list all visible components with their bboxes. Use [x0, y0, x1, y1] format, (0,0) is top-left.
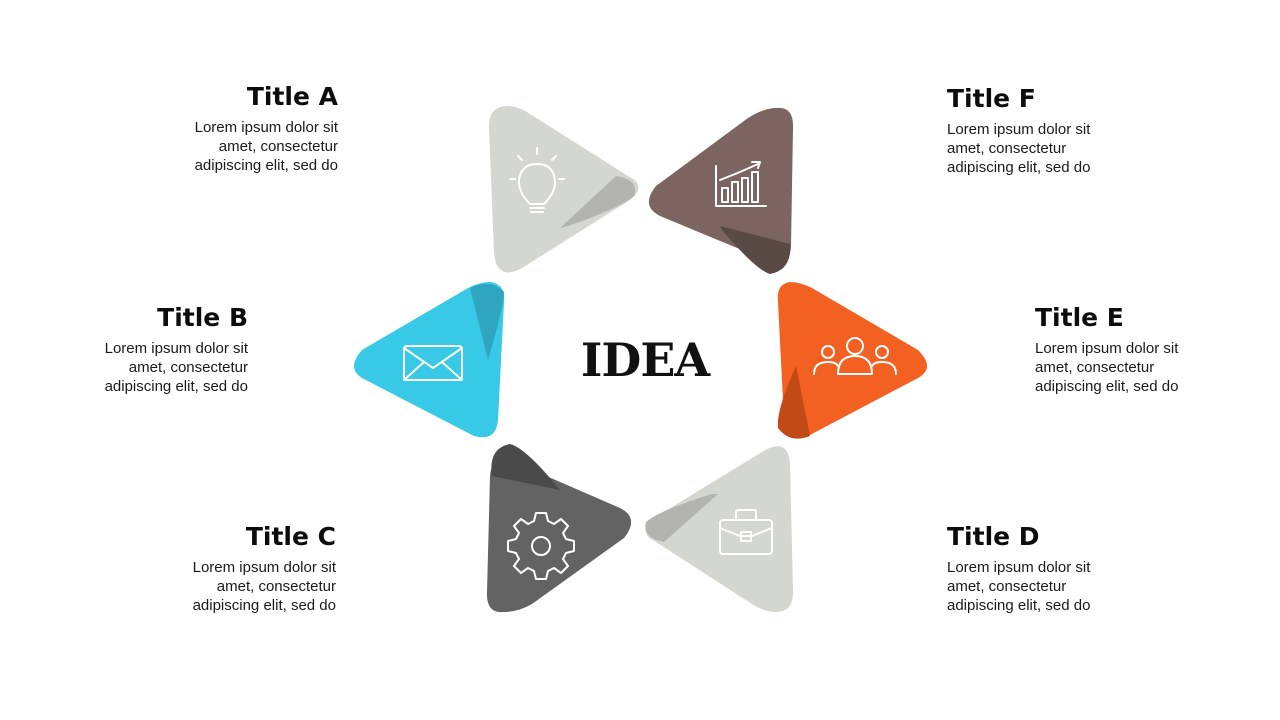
caption-a-body: Lorem ipsum dolor sit amet, consectetur … — [78, 118, 338, 175]
petal-e — [777, 282, 927, 439]
petal-c — [486, 444, 632, 613]
caption-b-body: Lorem ipsum dolor sit amet, consectetur … — [0, 339, 248, 396]
petal-e-shape — [777, 282, 927, 438]
center-idea-label: IDEA — [580, 333, 710, 387]
caption-d: Title D Lorem ipsum dolor sit amet, cons… — [947, 522, 1207, 615]
lightbulb-icon — [509, 147, 565, 213]
caption-e-line: adipiscing elit, sed do — [1035, 378, 1179, 395]
caption-d-line: Lorem ipsum dolor sit — [947, 559, 1091, 576]
caption-e-body: Lorem ipsum dolor sit amet, consectetur … — [1035, 339, 1280, 396]
petal-e-fold — [777, 366, 810, 439]
caption-e-line: amet, consectetur — [1035, 359, 1155, 376]
petal-b — [354, 282, 505, 438]
caption-f-title: Title F — [947, 84, 1036, 113]
petal-a-fold — [560, 176, 636, 228]
petal-f — [648, 107, 794, 274]
caption-b-title: Title B — [157, 303, 248, 332]
envelope-icon — [403, 345, 463, 381]
caption-a-line: adipiscing elit, sed do — [194, 157, 338, 174]
caption-d-line: adipiscing elit, sed do — [947, 597, 1091, 614]
caption-d-body: Lorem ipsum dolor sit amet, consectetur … — [947, 558, 1207, 615]
caption-b-line: Lorem ipsum dolor sit — [104, 340, 248, 357]
caption-c: Title C Lorem ipsum dolor sit amet, cons… — [76, 522, 336, 615]
growth-chart-icon — [715, 161, 767, 207]
caption-f-body: Lorem ipsum dolor sit amet, consectetur … — [947, 120, 1207, 177]
caption-e-line: Lorem ipsum dolor sit — [1035, 340, 1179, 357]
caption-e-title: Title E — [1035, 303, 1124, 332]
petal-b-shape — [354, 282, 505, 438]
petal-d-fold — [645, 494, 718, 542]
gear-icon — [507, 512, 575, 580]
caption-a-line: amet, consectetur — [218, 138, 338, 155]
caption-f-line: adipiscing elit, sed do — [947, 159, 1091, 176]
petal-f-fold — [720, 226, 791, 274]
caption-c-line: Lorem ipsum dolor sit — [192, 559, 336, 576]
caption-b-line: amet, consectetur — [128, 359, 248, 376]
petal-f-shape — [648, 107, 794, 264]
caption-e: Title E Lorem ipsum dolor sit amet, cons… — [1035, 303, 1280, 396]
briefcase-icon — [719, 509, 773, 555]
petal-a — [488, 106, 639, 273]
petal-c-shape — [486, 459, 632, 613]
petal-c-fold — [491, 444, 560, 490]
caption-c-title: Title C — [245, 522, 336, 551]
caption-d-line: amet, consectetur — [947, 578, 1067, 595]
caption-b-line: adipiscing elit, sed do — [104, 378, 248, 395]
petal-b-fold — [470, 283, 504, 360]
caption-f: Title F Lorem ipsum dolor sit amet, cons… — [947, 84, 1207, 177]
caption-a: Title A Lorem ipsum dolor sit amet, cons… — [78, 82, 338, 175]
caption-f-line: amet, consectetur — [947, 140, 1067, 157]
caption-b: Title B Lorem ipsum dolor sit amet, cons… — [0, 303, 248, 396]
caption-c-line: amet, consectetur — [216, 578, 336, 595]
team-icon — [813, 337, 897, 375]
caption-f-line: Lorem ipsum dolor sit — [947, 121, 1091, 138]
caption-a-line: Lorem ipsum dolor sit — [194, 119, 338, 136]
petal-a-shape — [488, 106, 639, 273]
caption-c-line: adipiscing elit, sed do — [192, 597, 336, 614]
caption-d-title: Title D — [947, 522, 1040, 551]
caption-c-body: Lorem ipsum dolor sit amet, consectetur … — [76, 558, 336, 615]
caption-a-title: Title A — [246, 82, 338, 111]
